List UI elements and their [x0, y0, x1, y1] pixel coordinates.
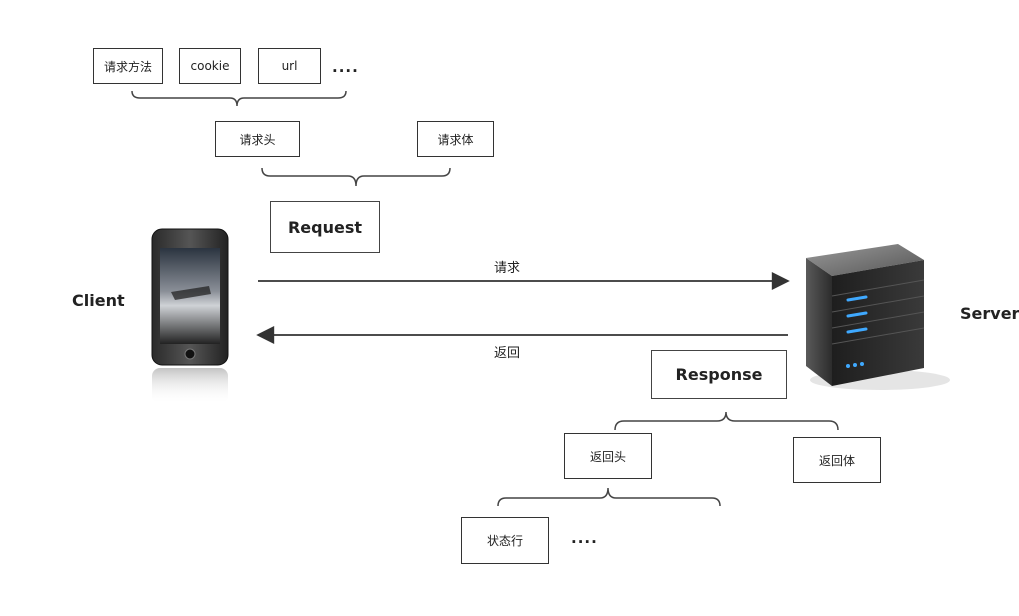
client-label: Client: [72, 291, 125, 310]
request-body-label: 请求体: [437, 132, 474, 147]
request-body-box: 请求体: [417, 121, 494, 157]
request-header-label: 请求头: [239, 132, 276, 147]
response-header-more: ....: [571, 529, 598, 547]
request-method-label: 请求方法: [103, 59, 152, 74]
cookie-label: cookie: [190, 59, 230, 73]
brace-request-parts: [261, 167, 451, 187]
response-body-label: 返回体: [818, 453, 855, 468]
response-header-label: 返回头: [589, 449, 626, 464]
request-header-more: ....: [332, 58, 359, 76]
request-header-box: 请求头: [215, 121, 300, 157]
url-label: url: [281, 59, 298, 73]
request-method-box: 请求方法: [93, 48, 163, 84]
cookie-box: cookie: [179, 48, 241, 84]
response-label: Response: [675, 365, 763, 384]
request-box: Request: [270, 201, 380, 253]
brace-request-header-items: [131, 90, 347, 107]
response-header-box: 返回头: [564, 433, 652, 479]
status-line-box: 状态行: [461, 517, 549, 564]
response-box: Response: [651, 350, 787, 399]
request-arrow-label: 请求: [494, 261, 521, 276]
server-label: Server: [960, 304, 1019, 323]
response-arrow-label: 返回: [494, 346, 521, 361]
url-box: url: [258, 48, 321, 84]
brace-response-header-items: [497, 487, 721, 507]
status-line-label: 状态行: [486, 534, 523, 548]
phone-icon: [151, 228, 229, 404]
request-label: Request: [287, 217, 363, 237]
response-body-box: 返回体: [793, 437, 881, 483]
server-icon: [800, 240, 950, 395]
brace-response-parts: [614, 411, 839, 431]
